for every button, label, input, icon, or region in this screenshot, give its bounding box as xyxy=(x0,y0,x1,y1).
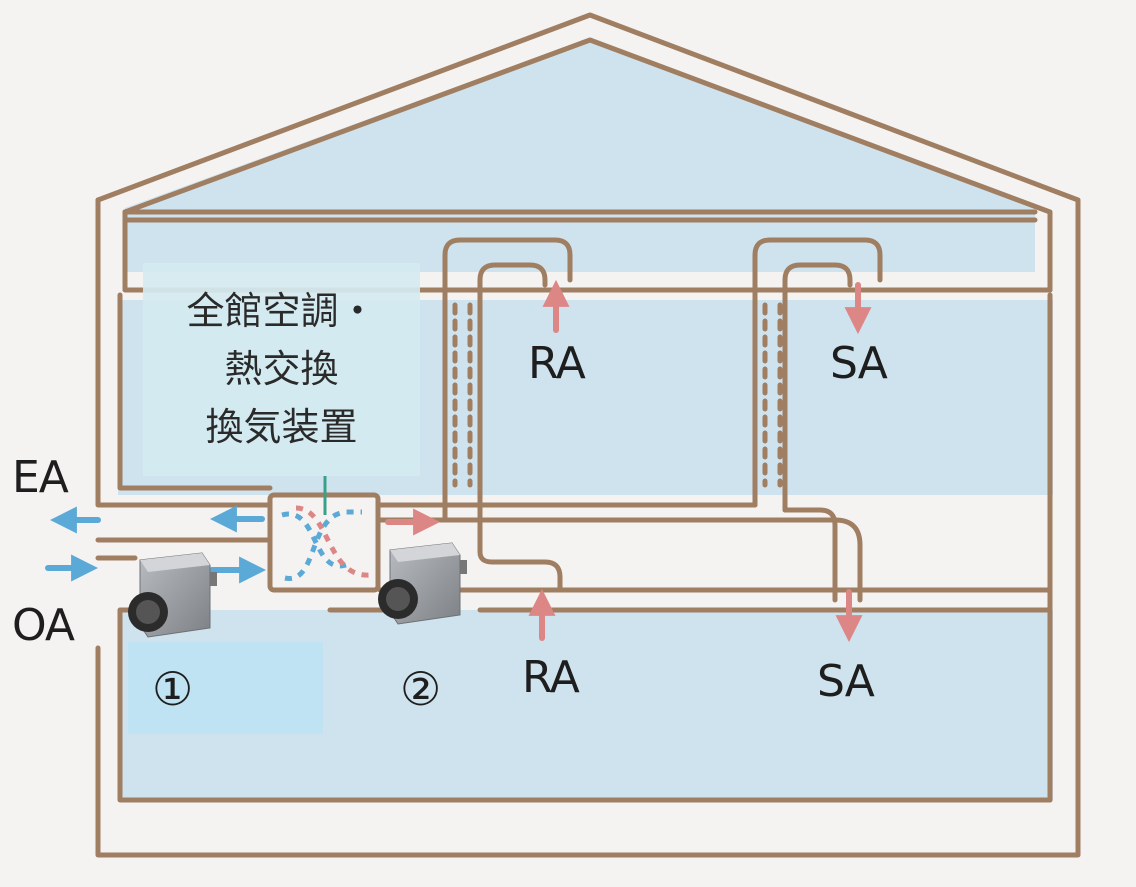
ra-upper-duct xyxy=(442,237,573,523)
fan-unit-2 xyxy=(378,542,467,625)
outer-wall xyxy=(95,12,1081,858)
sa-upper-label: SA xyxy=(830,338,888,389)
oa-label: OA xyxy=(12,600,75,651)
unit-label-line-1: 全館空調・ xyxy=(186,289,377,333)
upper-floor-walls xyxy=(117,292,1053,803)
flow-arrows xyxy=(45,279,872,643)
oa-duct xyxy=(95,537,273,561)
ra-lower-duct xyxy=(477,537,563,593)
sa-upper-duct xyxy=(752,237,883,508)
unit-label-panel xyxy=(143,263,420,476)
lower-floor-frame xyxy=(117,607,1053,803)
unit-label-line-2: 熱交換 xyxy=(224,347,339,391)
ea-label: EA xyxy=(12,452,69,503)
sa-lower-label: SA xyxy=(817,656,875,707)
inner-roof xyxy=(122,37,1053,293)
ea-duct-top xyxy=(95,197,273,508)
fan-unit-1 xyxy=(128,552,217,638)
ra-upper-label: RA xyxy=(528,338,586,389)
fan-1-highlight xyxy=(128,642,323,734)
house-structure xyxy=(95,12,1081,858)
ra-lower-label: RA xyxy=(522,652,580,703)
unit-label-line-3: 換気装置 xyxy=(205,405,358,449)
upper-floor-ceiling xyxy=(122,209,1053,293)
fan-2-number: ② xyxy=(400,662,442,716)
unit-label: 全館空調・ 熱交換 換気装置 xyxy=(143,282,420,456)
heat-exchange-curves xyxy=(281,505,371,581)
fan-1-number: ① xyxy=(152,662,194,716)
